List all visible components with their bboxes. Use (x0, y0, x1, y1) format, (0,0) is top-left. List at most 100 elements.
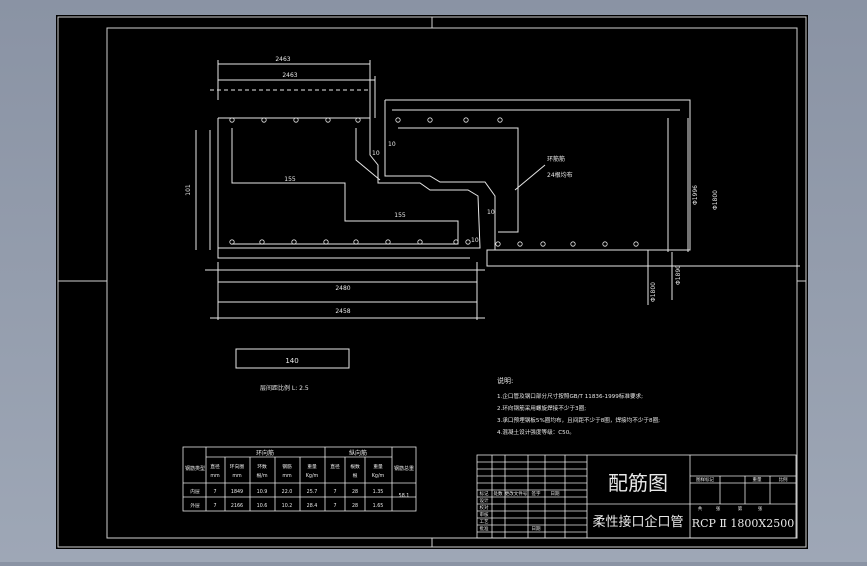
dim-right-4: Φ1890 (675, 265, 682, 285)
note-line: 4.混凝土设计强度等级：C50。 (497, 428, 575, 436)
table-cell: 28.4 (307, 503, 318, 509)
drawing-code: RCP Ⅱ 1800X2500 (692, 517, 794, 530)
callout-2: 24根均布 (547, 171, 573, 179)
note-line: 1.企口管及钢口部分尺寸按照GB/T 11836-1999标准要求; (497, 392, 643, 400)
tb-label: 日期 (551, 491, 560, 497)
rebar-dot (353, 239, 359, 245)
tb-stage-header: 比例 (779, 476, 788, 483)
table-cell: 7 (333, 489, 336, 495)
socket-wall (384, 100, 496, 250)
rebar-table (182, 446, 417, 512)
joint-label: 10 (388, 141, 396, 148)
joint-label: 10 (372, 150, 380, 157)
tb-role: 批准 (480, 525, 489, 532)
rebar-dot (517, 241, 523, 247)
tb-date-label: 日期 (532, 526, 541, 532)
pipe-socket-outline (385, 99, 800, 267)
dim-inner-1: 155 (284, 176, 296, 183)
rebar-dot (495, 241, 501, 247)
dim-inner-2: 155 (394, 212, 406, 219)
table-sub-header: 环向圈 (230, 463, 245, 470)
dim-top-1: 2463 (275, 56, 290, 63)
table-sub-header-unit: 根 (353, 472, 358, 479)
table-cell: 25.7 (307, 489, 318, 495)
rebar-dot (540, 241, 546, 247)
table-sub-header: 环数 (257, 463, 267, 470)
part-name: 柔性接口企口管 (592, 514, 683, 530)
group-header: 环向筋 (256, 449, 274, 457)
table-sub-header: 直径 (210, 463, 220, 470)
table-cell: 1.65 (373, 503, 384, 509)
tb-label: 处数 (494, 490, 503, 497)
steel-strip-caption: 层间距比例 L: 2.5 (260, 384, 309, 392)
rebar-dot (355, 117, 361, 123)
table-cell: 28 (352, 489, 358, 495)
rebar-dot (293, 117, 299, 123)
rebar-dot (325, 117, 331, 123)
tb-sheet-header: 共 (698, 505, 703, 512)
rebar-dot (229, 117, 235, 123)
dim-right-2: Φ1800 (712, 190, 719, 210)
tb-sheet-header: 第 (738, 505, 743, 512)
leader-line (514, 164, 546, 191)
table-cell: 10.6 (257, 503, 268, 509)
note-line: 2.环向钢筋采用螺旋焊接不少于3圈; (497, 404, 586, 412)
tb-sheet-header: 张 (716, 505, 721, 512)
table-sub-header-unit: mm (210, 474, 220, 479)
steel-strip-box (235, 348, 350, 369)
title-block-labels: 标记 处数 更改文件号 签字 日期 设计 校对 审核 工艺 批准 日期 图样标记… (480, 476, 788, 532)
total-header: 钢筋总重 (394, 465, 414, 472)
rebar-dot (323, 239, 329, 245)
table-cell: 1849 (231, 489, 243, 495)
pipe-wall-outline (218, 117, 481, 249)
table-sub-header-unit: 根/m (256, 472, 267, 479)
title-block (476, 454, 797, 539)
table-cell: 7 (213, 503, 216, 509)
table-sub-header-unit: mm (232, 474, 242, 479)
rebar-dot (385, 239, 391, 245)
table-frame (182, 446, 417, 512)
drawing-title: 配筋图 (608, 471, 668, 495)
title-block-frame (476, 454, 797, 539)
table-cell: 22.0 (282, 489, 293, 495)
rebar-dot (291, 239, 297, 245)
rebar-dot (602, 241, 608, 247)
dim-bottom-1: 2480 (335, 285, 350, 292)
rebar-table-text: 环向筋 纵向筋 钢筋类型 钢筋总重 直径mm环向圈mm环数根/m钢筋mm重量Kg… (185, 449, 414, 509)
notes-title: 说明: (497, 376, 513, 385)
rebar-cage-left (231, 128, 459, 245)
rebar-bend (355, 128, 381, 181)
group-header: 纵向筋 (349, 449, 367, 457)
table-sub-header-unit: Kg/m (372, 473, 385, 479)
joint-label: 10 (487, 209, 495, 216)
longitudinal-rebar-dots (229, 117, 639, 247)
dim-right-1: Φ1996 (692, 185, 699, 205)
rebar-dot (395, 117, 401, 123)
tb-role: 校对 (480, 504, 489, 511)
table-sub-header: 钢筋 (282, 463, 292, 470)
table-cell: 10.2 (282, 503, 293, 509)
callout-1: 环筋筋 (547, 155, 565, 163)
rebar-dot (417, 239, 423, 245)
rebar-dot (229, 239, 235, 245)
table-cell: 7 (333, 503, 336, 509)
dim-right-3: Φ1800 (650, 282, 657, 302)
row-header: 钢筋类型 (185, 465, 205, 472)
table-sub-header-unit: Kg/m (306, 473, 319, 479)
centering-marks (58, 17, 806, 547)
tb-label: 更改文件号 (505, 490, 528, 497)
tb-label: 签字 (532, 490, 541, 497)
pipe-outer-line (217, 118, 470, 259)
rebar-dot (427, 117, 433, 123)
tb-role: 设计 (480, 497, 489, 504)
table-cell: 2166 (231, 503, 243, 509)
table-sub-header: 重量 (307, 463, 317, 470)
tb-sheet-header: 张 (758, 505, 763, 512)
tb-stage-header: 图样标记 (696, 476, 714, 483)
table-row-name: 外层 (190, 502, 200, 509)
rebar-dot (453, 239, 459, 245)
table-sub-header: 根数 (350, 463, 360, 470)
notes-block: 说明: 1.企口管及钢口部分尺寸按照GB/T 11836-1999标准要求; 2… (497, 376, 660, 436)
rebar-dot (465, 239, 471, 245)
table-cell: 7 (213, 489, 216, 495)
